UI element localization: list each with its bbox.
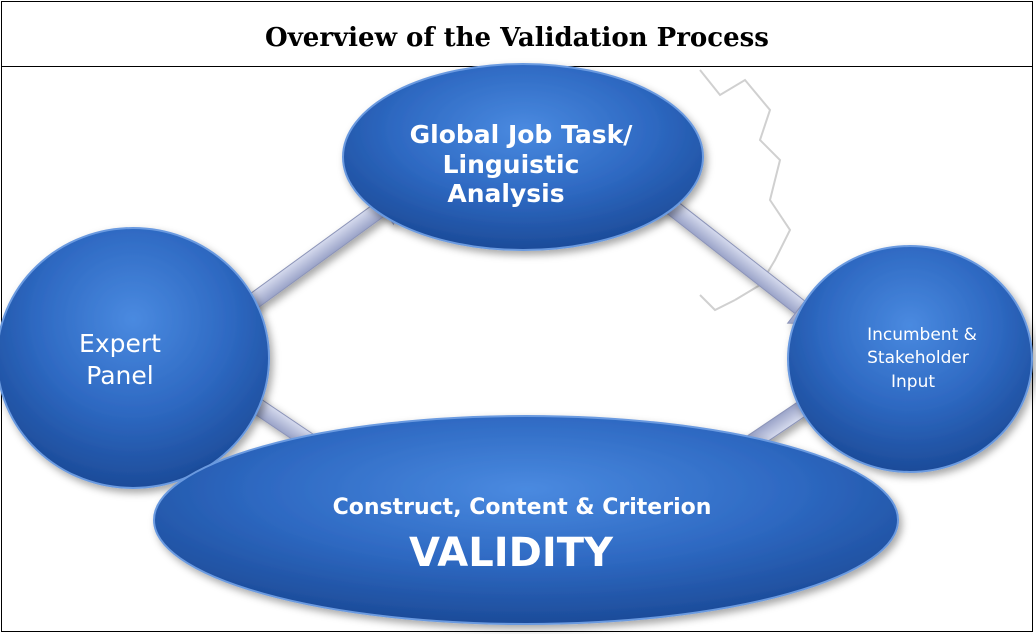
node-expert-line-1: Expert	[79, 329, 161, 358]
node-incumbent-stakeholder	[787, 245, 1033, 473]
background-sketch	[699, 69, 792, 312]
node-global-job-task	[342, 63, 704, 251]
node-validity-subtitle: Construct, Content & Criterion	[333, 495, 712, 520]
node-global-line-2: Linguistic	[443, 150, 580, 179]
node-incumbent-line-3: Input	[891, 372, 935, 392]
node-validity-label: VALIDITY	[409, 530, 614, 576]
node-expert-line-2: Panel	[86, 361, 153, 390]
node-expert-panel	[0, 227, 270, 489]
node-incumbent-line-1: Incumbent &	[867, 325, 977, 345]
node-validity	[153, 415, 899, 625]
diagram-title: Overview of the Validation Process	[265, 23, 769, 53]
node-global-line-3: Analysis	[447, 179, 564, 208]
node-incumbent-line-2: Stakeholder	[867, 348, 969, 368]
node-global-line-1: Global Job Task/	[410, 120, 634, 149]
